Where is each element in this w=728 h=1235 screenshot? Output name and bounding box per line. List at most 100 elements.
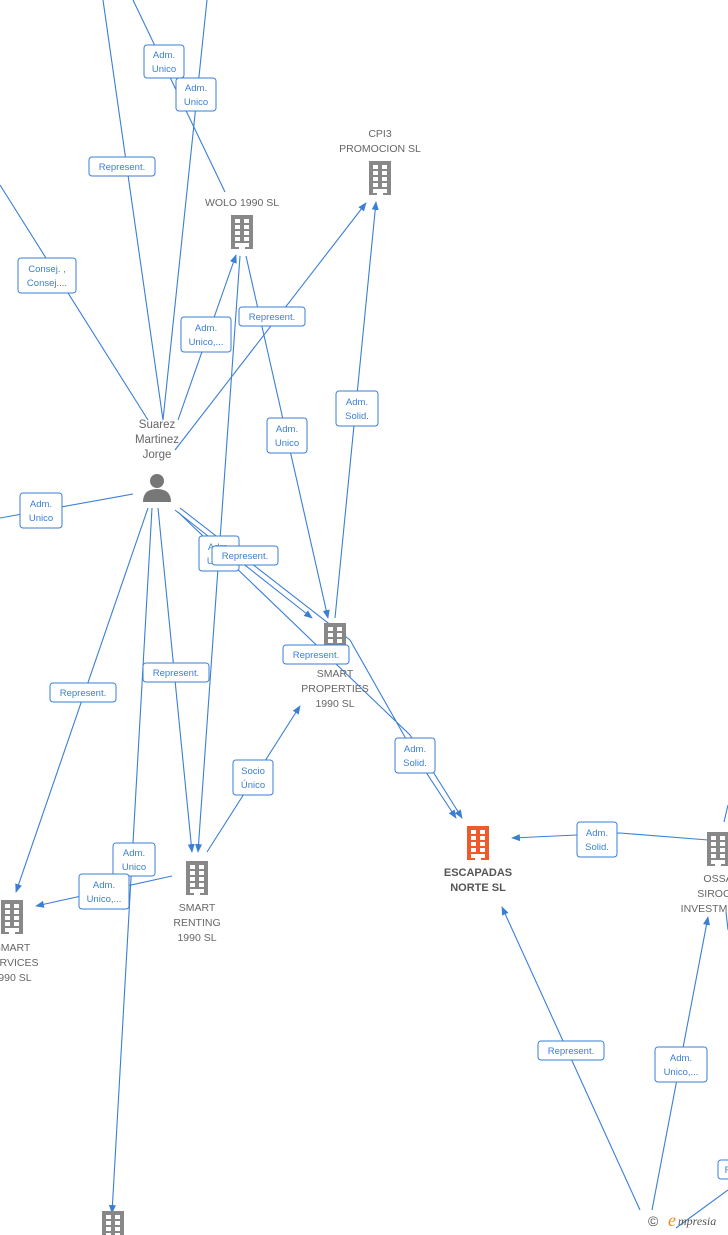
edge-label-text: Represent. — [222, 551, 268, 562]
node-label-line: Suarez — [139, 419, 176, 431]
node-label-line: 1990 SL — [315, 698, 354, 710]
edge-label-text: Adm. — [123, 848, 145, 859]
edge-label-text: Adm. — [30, 499, 52, 510]
edge-label-l14[interactable]: Represent. — [49, 682, 117, 703]
edge-label-l8[interactable]: Adm. Unico — [266, 417, 308, 454]
person-icon[interactable] — [143, 474, 171, 502]
node-label-line: PROMOCION SL — [339, 143, 421, 155]
edge-e-suarez-escap-a — [177, 511, 463, 819]
building-icon[interactable] — [369, 161, 391, 195]
node-label-line: WOLO 1990 SL — [205, 197, 279, 209]
node-label-line: Martinez — [135, 434, 179, 446]
edge-label-text: Unico — [184, 97, 208, 108]
edge-e-bottomright — [675, 1189, 728, 1229]
node-ossa[interactable]: OSSA SIROCO INVESTMENTS — [681, 832, 728, 915]
node-label-line: NORTE SL — [450, 882, 506, 894]
edge-label-l20[interactable]: Represent. — [537, 1040, 605, 1061]
brand-name: mpresia — [678, 1214, 717, 1228]
edge-label-l17[interactable]: Adm.Solid. — [576, 821, 618, 858]
node-label-line: Jorge — [143, 449, 172, 461]
edge-label-l3[interactable]: Represent. — [88, 156, 156, 177]
node-label-line: SERVICES — [0, 957, 38, 969]
edge-label-text: Represent. — [548, 1046, 594, 1057]
edge-label-l19[interactable]: Adm.Unico,... — [78, 873, 130, 910]
edge-label-l1[interactable]: Adm.Unico — [143, 44, 185, 79]
node-smart-properties[interactable]: SMART PROPERTIES 1990 SL — [301, 623, 369, 710]
node-label-line: SIROCO — [697, 888, 728, 900]
edge-label-text: Unico,... — [189, 337, 224, 348]
edge-label-text: Adm. — [404, 744, 426, 755]
node-label-line: SMART — [179, 902, 216, 914]
edge-label-l18[interactable]: Adm. Unico — [112, 842, 156, 877]
empresia-watermark: © e mpresia — [648, 1210, 728, 1233]
node-label-line: INVESTMENTS — [681, 903, 728, 915]
edge-label-l21[interactable]: Adm.Unico,... — [654, 1046, 708, 1083]
edge-label-text: Adm. — [276, 424, 298, 435]
building-icon[interactable] — [186, 861, 208, 895]
building-icon[interactable] — [102, 1211, 124, 1235]
edge-label-l6[interactable]: Represent. — [238, 306, 306, 327]
edge-label-text: Represent. — [293, 650, 339, 661]
edge-e-consej — [0, 184, 149, 421]
edge-label-l9[interactable]: Adm. Unico — [19, 492, 63, 529]
node-label-line: 1990 SL — [177, 932, 216, 944]
building-icon[interactable] — [1, 900, 23, 934]
edge-label-text: Adm. — [195, 323, 217, 334]
copyright-symbol: © — [648, 1213, 659, 1229]
edge-e-ossa-escap — [511, 832, 709, 842]
edge-label-l11[interactable]: Represent. — [211, 545, 279, 566]
edge-label-text: Unico — [29, 513, 53, 524]
edge-label-l4[interactable]: Consej. ,Consej.... — [17, 257, 77, 294]
edge-e-suarez-top2 — [162, 0, 208, 421]
node-label-line: ESCAPADAS — [444, 867, 512, 879]
building-icon[interactable] — [231, 215, 253, 249]
edge-label-text: Consej.... — [27, 278, 67, 289]
edge-label-text: Único — [241, 780, 265, 791]
node-label-line: PROPERTIES — [301, 683, 369, 695]
edge-label-l5[interactable]: Adm. Unico,... — [180, 316, 232, 353]
node-label-line: CPI3 — [368, 128, 392, 140]
edge-label-text: Solid. — [403, 758, 427, 769]
edge-label-text: Adm. — [153, 50, 175, 61]
node-bottom-company[interactable] — [102, 1211, 124, 1235]
edge-label-l22[interactable]: R — [717, 1159, 728, 1180]
edge-label-text: Represent. — [249, 312, 295, 323]
building-icon[interactable] — [707, 832, 728, 866]
edge-label-l2[interactable]: Adm. Unico — [175, 77, 217, 112]
node-label-line: OSSA — [703, 873, 728, 885]
edge-label-text: Adm. — [670, 1053, 692, 1064]
edge-label-text: Represent. — [153, 668, 199, 679]
edge-label-text: Represent. — [99, 162, 145, 173]
brand-initial: e — [668, 1210, 676, 1230]
edge-label-l15[interactable]: Adm. Solid. — [394, 737, 436, 774]
edge-label-text: R — [725, 1165, 728, 1176]
edge-label-text: Unico — [275, 438, 299, 449]
edge-label-text: Socio — [241, 766, 265, 777]
node-smart-services[interactable]: SMARTSERVICES1990 SL — [0, 900, 38, 984]
focus-building-icon[interactable] — [467, 826, 489, 860]
edge-label-l7[interactable]: Adm. Solid. — [335, 390, 379, 427]
node-wolo[interactable]: WOLO 1990 SL — [205, 197, 279, 249]
edge-label-l12[interactable]: Represent. — [282, 644, 350, 665]
edge-e-ossa-up — [723, 804, 728, 823]
node-escapadas[interactable]: ESCAPADAS NORTE SL — [444, 826, 512, 894]
edge-label-text: Adm. — [346, 397, 368, 408]
edge-label-text: Solid. — [345, 411, 369, 422]
edge-label-text: Unico — [122, 862, 146, 873]
edge-label-text: Represent. — [60, 688, 106, 699]
edge-label-text: Adm. — [185, 83, 207, 94]
edge-label-l13[interactable]: Represent. — [142, 662, 210, 683]
node-label-line: SMART — [317, 668, 354, 680]
edge-label-text: Adm. — [586, 828, 608, 839]
edge-label-text: Adm. — [93, 880, 115, 891]
node-label-line: 1990 SL — [0, 972, 32, 984]
edge-e-suarez-top1 — [102, 0, 164, 421]
